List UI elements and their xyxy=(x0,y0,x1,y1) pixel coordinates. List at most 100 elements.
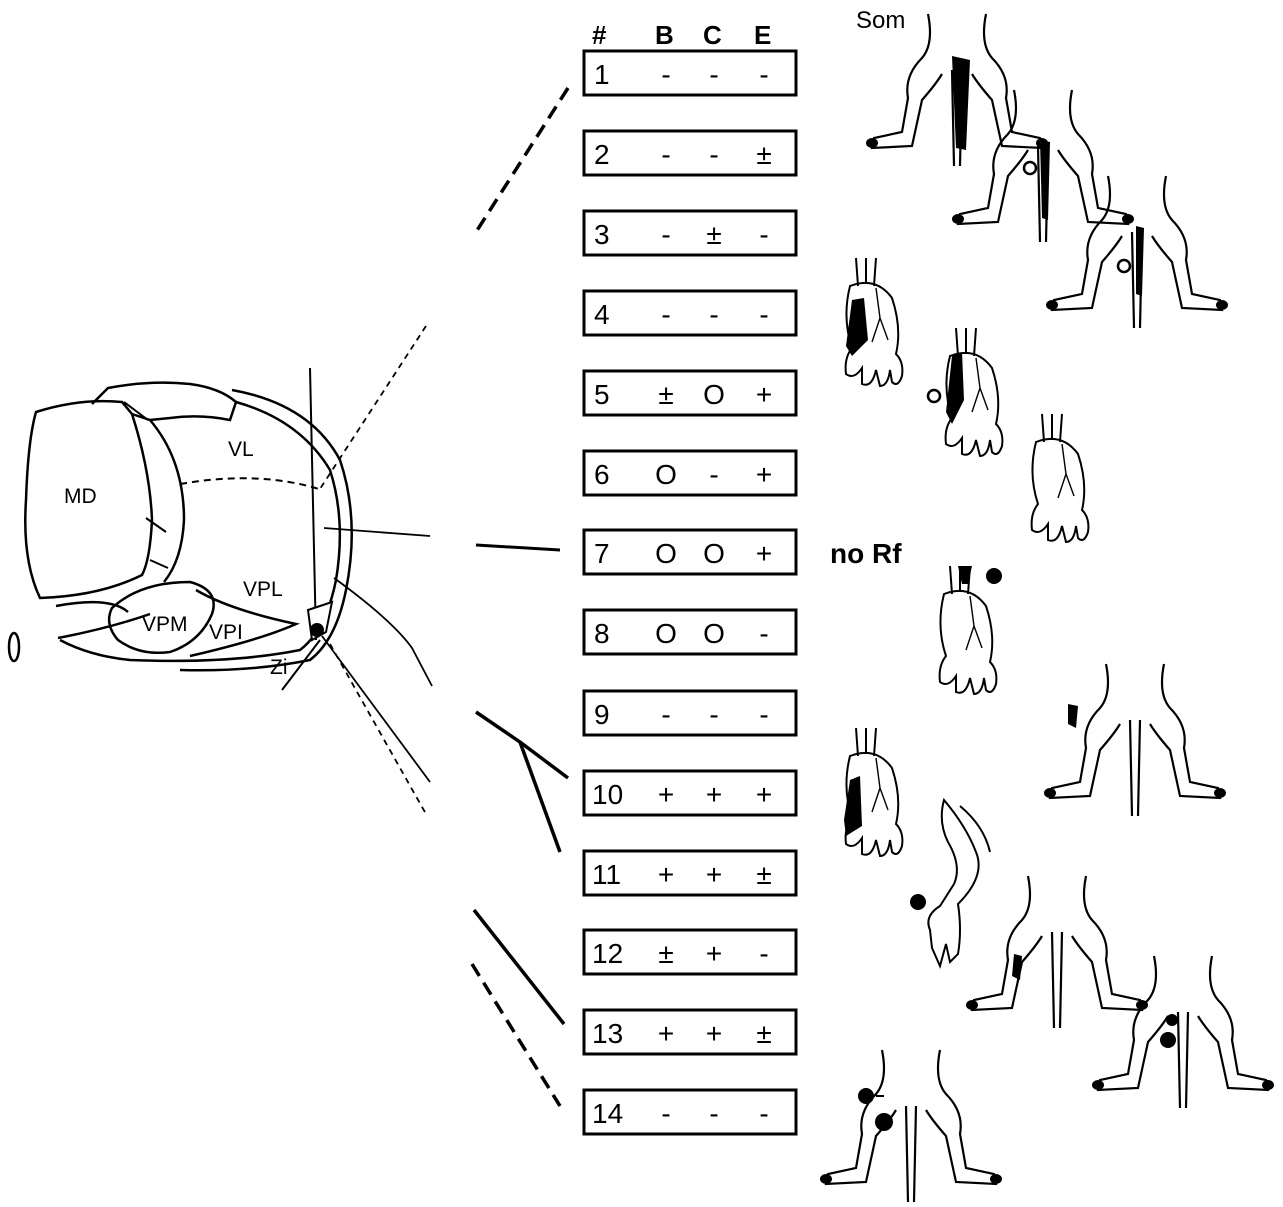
cell-c: - xyxy=(709,459,718,490)
row-number: 5 xyxy=(594,379,610,410)
rf-filled-dot xyxy=(875,1113,893,1131)
table-header: # B C E xyxy=(592,20,771,50)
rf-sketch-forepaw-8 xyxy=(940,566,1002,694)
rf-filled-dot xyxy=(1160,1032,1176,1048)
cell-c: + xyxy=(706,779,722,810)
region-label-vpl: VPL xyxy=(243,578,283,601)
connector-fan-dashed xyxy=(330,644,426,814)
row-number: 13 xyxy=(592,1018,623,1049)
thalamus-outline xyxy=(60,402,340,661)
cell-b: ± xyxy=(658,938,673,969)
table-row: 7 O O + xyxy=(584,530,796,574)
rf-sketch-hindleg-12 xyxy=(966,876,1148,1028)
rf-sketch-forelimb-11 xyxy=(910,800,990,966)
cell-b: - xyxy=(661,699,670,730)
rf-filled-dot xyxy=(858,1088,874,1104)
cell-c: - xyxy=(709,139,718,170)
connector-lower-solid xyxy=(474,910,564,1024)
table-row: 4 - - - xyxy=(584,291,796,335)
cell-b: - xyxy=(661,139,670,170)
cell-c: - xyxy=(709,299,718,330)
cell-b: + xyxy=(658,1018,674,1049)
row-number: 10 xyxy=(592,779,623,810)
rf-sketch-hindleg-3 xyxy=(1046,176,1228,328)
cell-c: O xyxy=(703,538,725,569)
rf-filled-dot xyxy=(910,894,926,910)
rf-open-circle xyxy=(928,390,940,402)
rf-sketch-hindleg-9 xyxy=(1044,664,1226,816)
region-label-vl: VL xyxy=(228,438,254,461)
row-number: 7 xyxy=(594,538,610,569)
table-row: 13 + + ± xyxy=(584,1010,796,1054)
cell-c: + xyxy=(706,938,722,969)
rf-sketch-hindleg-13 xyxy=(1092,956,1274,1108)
table-row: 11 + + ± xyxy=(584,851,796,895)
cell-e: ± xyxy=(756,859,771,890)
cell-e: ± xyxy=(756,139,771,170)
cell-e: - xyxy=(759,299,768,330)
electrode-track xyxy=(310,368,316,640)
connector-forked xyxy=(476,712,568,852)
som-label: Som xyxy=(856,7,905,34)
vl-vpl-border xyxy=(180,478,322,490)
row-number: 8 xyxy=(594,618,610,649)
row-number: 11 xyxy=(592,859,621,890)
lower-tract-lines xyxy=(56,602,150,638)
table-row: 12 ± + - xyxy=(584,930,796,974)
cell-c: - xyxy=(709,1098,718,1129)
cell-b: - xyxy=(661,1098,670,1129)
region-label-vpi: VPI xyxy=(209,621,243,644)
table-row: 10 + + + xyxy=(584,771,796,815)
small-ellipse xyxy=(9,633,19,661)
rf-open-circle xyxy=(1118,260,1130,272)
cell-c: O xyxy=(703,379,725,410)
table-row: 1 - - - xyxy=(584,51,796,95)
row-number: 1 xyxy=(594,59,610,90)
row-number: 4 xyxy=(594,299,610,330)
no-rf-label: no Rf xyxy=(830,538,902,569)
cell-c: + xyxy=(706,1018,722,1049)
cell-c: O xyxy=(703,618,725,649)
cell-e: ± xyxy=(756,1018,771,1049)
cell-b: O xyxy=(655,618,677,649)
cell-e: - xyxy=(759,219,768,250)
rf-filled-dot xyxy=(1166,1014,1178,1026)
header-b: B xyxy=(655,20,674,50)
cell-e: + xyxy=(756,538,772,569)
header-number: # xyxy=(592,20,607,50)
connector-lines xyxy=(318,88,568,1106)
row-number: 14 xyxy=(592,1098,623,1129)
rf-sketch-hindleg-1 xyxy=(866,14,1048,166)
rf-sketch-hindleg-14 xyxy=(820,1050,1002,1202)
rf-open-circle xyxy=(1024,162,1036,174)
row-number: 3 xyxy=(594,219,610,250)
connector-dashed-fan-upper xyxy=(318,326,426,492)
header-c: C xyxy=(703,20,722,50)
table-row: 5 ± O + xyxy=(584,371,796,415)
cell-e: - xyxy=(759,699,768,730)
connector-row7 xyxy=(476,545,560,550)
table-row: 8 O O - xyxy=(584,610,796,654)
cell-b: - xyxy=(661,299,670,330)
row-number: 9 xyxy=(594,699,610,730)
table-row: 9 - - - xyxy=(584,691,796,735)
region-label-vpm: VPM xyxy=(142,613,188,636)
internal-medullary-lamina xyxy=(150,420,184,582)
table-row: 6 O - + xyxy=(584,451,796,495)
row-number: 12 xyxy=(592,938,623,969)
cell-e: - xyxy=(759,938,768,969)
cell-e: - xyxy=(759,618,768,649)
table-row: 2 - - ± xyxy=(584,131,796,175)
table-row: 3 - ± - xyxy=(584,211,796,255)
cell-c: ± xyxy=(706,219,721,250)
connector-dashed-bottom xyxy=(472,964,560,1106)
cell-e: + xyxy=(756,779,772,810)
header-e: E xyxy=(754,20,771,50)
cell-b: - xyxy=(661,219,670,250)
cell-b: O xyxy=(655,459,677,490)
cell-c: + xyxy=(706,859,722,890)
cell-b: - xyxy=(661,59,670,90)
cell-b: + xyxy=(658,779,674,810)
cell-b: + xyxy=(658,859,674,890)
cell-b: ± xyxy=(658,379,673,410)
